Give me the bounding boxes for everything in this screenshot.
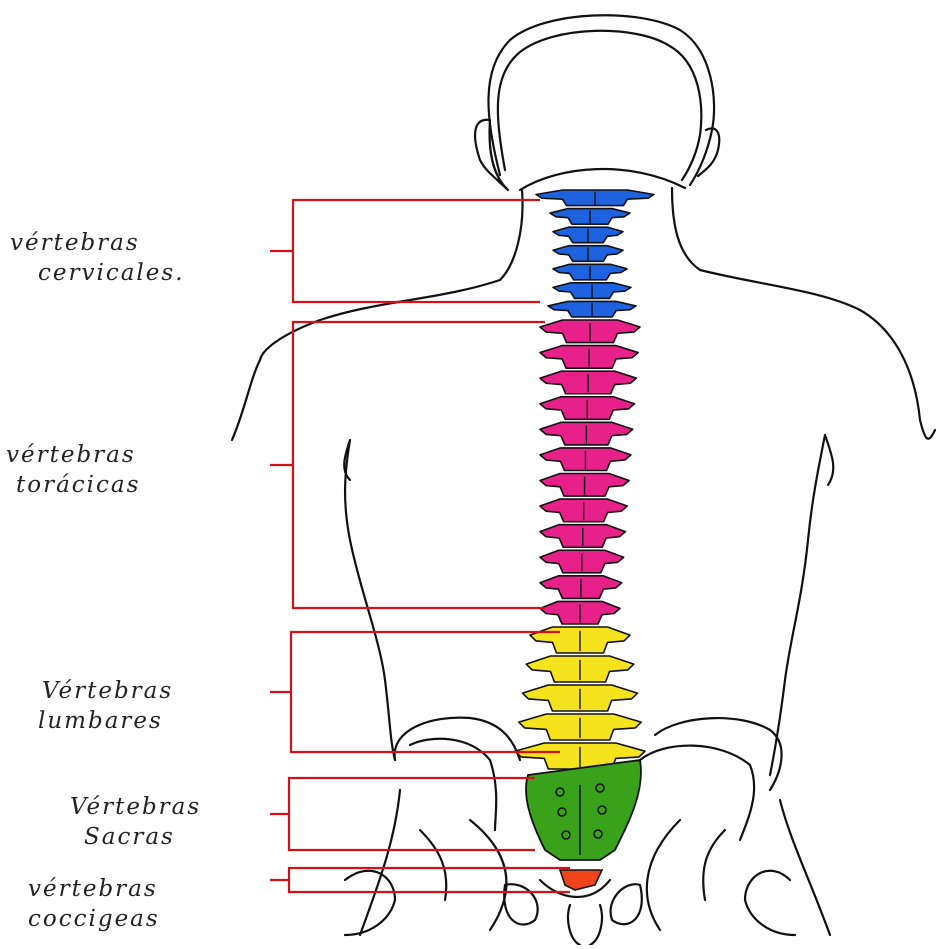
label-thoracic: vértebras torácicas [6, 440, 140, 500]
pelvis-left-crest [395, 718, 520, 760]
label-thoracic-line2: torácicas [16, 470, 140, 500]
sacral-tail-2 [590, 905, 602, 945]
label-sacral-line2: Sacras [84, 822, 201, 852]
neck-left [500, 190, 523, 280]
femur-right [745, 871, 795, 935]
obturator-right [611, 884, 642, 924]
label-coccygeal-line2: coccigeas [28, 904, 160, 934]
bracket-sacral [289, 778, 535, 850]
sacrum [526, 760, 641, 860]
label-cervical: vértebras cervicales. [10, 228, 185, 288]
bracket-thoracic [293, 322, 545, 608]
label-coccygeal: vértebras coccigeas [28, 874, 160, 934]
sacral-tail [568, 905, 580, 945]
pelvis-right-crest [655, 718, 782, 790]
pelvis-right-socket [703, 830, 725, 900]
label-lumbar-line1: Vértebras [42, 676, 173, 706]
bracket-cervical [293, 200, 540, 302]
pelvis-left-lower [360, 790, 400, 935]
bracket-coccygeal [289, 868, 570, 892]
label-cervical-line2: cervicales. [38, 258, 185, 288]
coccyx [560, 870, 602, 890]
shoulder-right [700, 270, 935, 439]
label-thoracic-line1: vértebras [6, 440, 140, 470]
label-lumbar: Vértebras lumbares [42, 676, 173, 736]
pelvis-right-lower [780, 800, 830, 935]
pelvis-right-wing [640, 746, 754, 840]
label-lumbar-line2: lumbares [38, 706, 173, 736]
ear-right [698, 128, 719, 176]
bracket-lines [270, 200, 570, 892]
label-sacral-line1: Vértebras [70, 792, 201, 822]
pelvis-left-socket [420, 830, 446, 900]
femur-left [345, 871, 395, 935]
label-sacral: Vértebras Sacras [70, 792, 201, 852]
shoulder-left [232, 280, 500, 440]
torso-right [770, 435, 825, 775]
spine [515, 190, 654, 890]
label-cervical-line1: vértebras [10, 228, 185, 258]
hip-right [647, 820, 680, 930]
bracket-lumbar [291, 632, 560, 752]
hip-left [470, 820, 506, 930]
head-inner [498, 31, 701, 180]
label-coccygeal-line1: vértebras [28, 874, 160, 904]
head-outer [488, 15, 714, 185]
arm-right-inner [825, 435, 833, 485]
torso-left [345, 440, 395, 760]
neck-right [672, 188, 700, 270]
obturator-left [504, 884, 537, 924]
jaw [520, 169, 685, 190]
